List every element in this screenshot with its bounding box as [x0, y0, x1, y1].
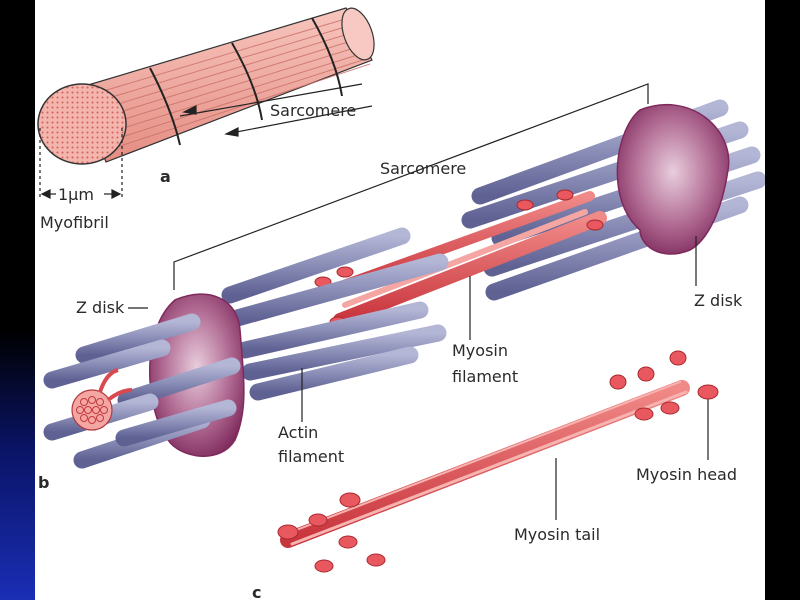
sarcomere-label-b: Sarcomere: [380, 159, 466, 178]
myosin-heads-b: [314, 189, 604, 328]
right-border: [765, 0, 800, 600]
panel-letter-c: c: [252, 583, 261, 600]
myosin-filament-c: [280, 380, 690, 548]
sarcomere-bracket-b: [173, 83, 649, 290]
panel-letter-b: b: [38, 473, 49, 492]
diagram-panel: Sarcomere a 1µm Myofibril: [35, 0, 765, 600]
actin-filament-label-1: Actin: [278, 423, 318, 442]
z-disk-right-label: Z disk: [694, 291, 743, 310]
actin-filaments-middle: [221, 227, 449, 401]
myosin-tail-label: Myosin tail: [514, 525, 600, 544]
myosin-filament-label-1: Myosin: [452, 341, 508, 360]
myofibril-cylinder: [37, 7, 375, 165]
scale-label: 1µm: [58, 185, 94, 204]
actin-filament-label-2: filament: [278, 447, 344, 466]
sarcomere-diagram: Sarcomere a 1µm Myofibril: [37, 7, 765, 600]
left-border: [0, 0, 35, 600]
myosin-heads-c: [277, 350, 719, 573]
z-disk-left-label: Z disk: [76, 298, 125, 317]
myofibril-label: Myofibril: [40, 213, 109, 232]
myosin-head-label: Myosin head: [636, 465, 737, 484]
scale-bar: [39, 128, 123, 200]
z-disk-right: [616, 104, 730, 255]
sarcomere-label-a: Sarcomere: [270, 101, 356, 120]
panel-letter-a: a: [160, 167, 171, 186]
sarcomere-bracket-a: [179, 83, 373, 137]
myosin-filament-label-2: filament: [452, 367, 518, 386]
myosin-cross-section: [71, 368, 133, 431]
leader-lines: [128, 236, 709, 520]
